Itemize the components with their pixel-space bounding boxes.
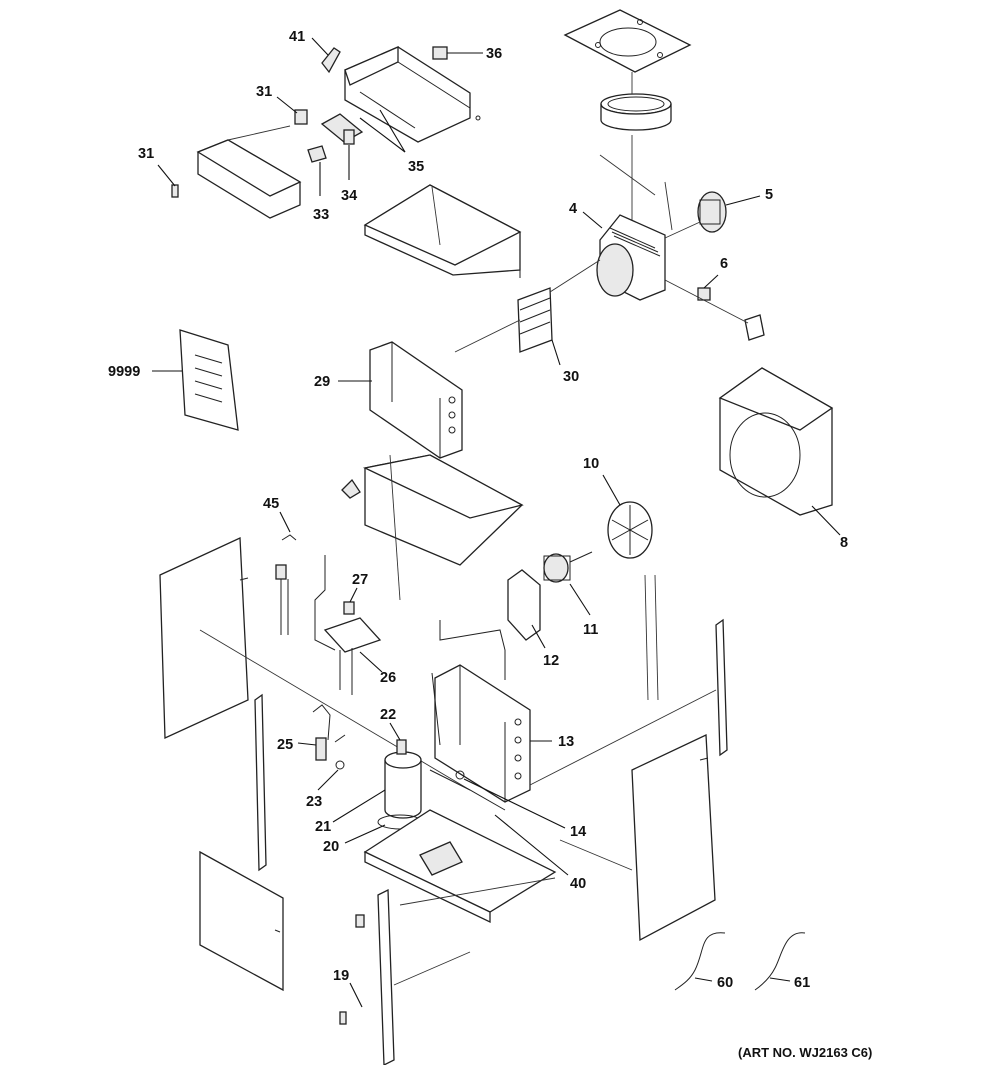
label-31-upper: 31 <box>256 84 272 100</box>
duct-ring-part <box>600 72 672 225</box>
part-12-motor-bracket <box>507 569 546 649</box>
part-4-blower-housing <box>582 154 673 301</box>
part-40-base-pan <box>363 809 569 924</box>
right-rear-post <box>715 618 728 757</box>
upper-tray-part <box>363 184 522 278</box>
label-25: 25 <box>277 737 293 753</box>
label-11: 11 <box>583 622 598 638</box>
part-27-valve-cap <box>343 587 358 615</box>
label-5: 5 <box>765 187 773 203</box>
label-4: 4 <box>569 201 577 217</box>
part-45-sensor <box>275 511 297 635</box>
part-61-wire <box>754 932 806 991</box>
label-61: 61 <box>794 975 810 991</box>
label-35: 35 <box>408 159 424 175</box>
part-10-fan-blade <box>602 474 653 559</box>
part-33-bracket <box>307 145 327 196</box>
front-lower-panel <box>199 850 284 992</box>
label-6: 6 <box>720 256 728 272</box>
part-31-upper-clip <box>276 96 308 125</box>
label-22: 22 <box>380 707 396 723</box>
front-corner-post <box>377 888 471 1065</box>
label-31-lower: 31 <box>138 146 154 162</box>
part-13-condenser-coil <box>431 664 552 803</box>
label-60: 60 <box>717 975 733 991</box>
part-29-evaporator-coil <box>338 341 463 459</box>
part-36-connector <box>432 46 483 60</box>
part-41-clip <box>311 37 341 74</box>
part-14-drain-tube <box>429 769 566 829</box>
label-23: 23 <box>306 794 322 810</box>
label-20: 20 <box>323 839 339 855</box>
left-side-panel <box>159 537 471 791</box>
label-8: 8 <box>840 535 848 551</box>
part-5-blower-motor <box>664 191 761 239</box>
label-26: 26 <box>380 670 396 686</box>
label-19: 19 <box>333 968 349 984</box>
condensate-tray-part <box>341 454 524 601</box>
label-45: 45 <box>263 496 279 512</box>
part-60-wire <box>674 932 726 991</box>
art-number: (ART NO. WJ2163 C6) <box>738 1045 872 1060</box>
label-40: 40 <box>570 876 586 892</box>
label-36: 36 <box>486 46 502 62</box>
label-34: 34 <box>341 188 357 204</box>
label-14: 14 <box>570 824 586 840</box>
part-23-cover <box>317 734 346 791</box>
refrigerant-tubing-part <box>314 555 659 701</box>
part-34-switch <box>343 129 355 180</box>
part-9999-manual <box>152 329 239 431</box>
label-27: 27 <box>352 572 368 588</box>
label-13: 13 <box>558 734 574 750</box>
part-30-heater-element <box>454 259 601 366</box>
duct-mount-plate-part <box>563 9 692 73</box>
label-21: 21 <box>315 819 331 835</box>
part-25-overload <box>297 704 331 761</box>
part-22-compressor <box>384 722 422 819</box>
part-19-screw <box>339 914 365 1025</box>
label-33: 33 <box>313 207 329 223</box>
label-29: 29 <box>314 374 330 390</box>
label-9999: 9999 <box>108 364 140 380</box>
part-26-reversing-valve <box>323 617 383 695</box>
part-31-lower-cover <box>157 125 302 219</box>
left-corner-post <box>254 693 267 872</box>
control-box-bracket-part <box>344 46 481 143</box>
label-10: 10 <box>583 456 599 472</box>
label-41: 41 <box>289 29 305 45</box>
part-11-fan-motor <box>543 551 593 616</box>
label-12: 12 <box>543 653 559 669</box>
label-30: 30 <box>563 369 579 385</box>
part-21-grommet <box>332 789 386 823</box>
right-side-panel <box>529 689 717 942</box>
part-6-capacitor <box>664 274 765 341</box>
part-8-fan-shroud <box>718 367 841 536</box>
